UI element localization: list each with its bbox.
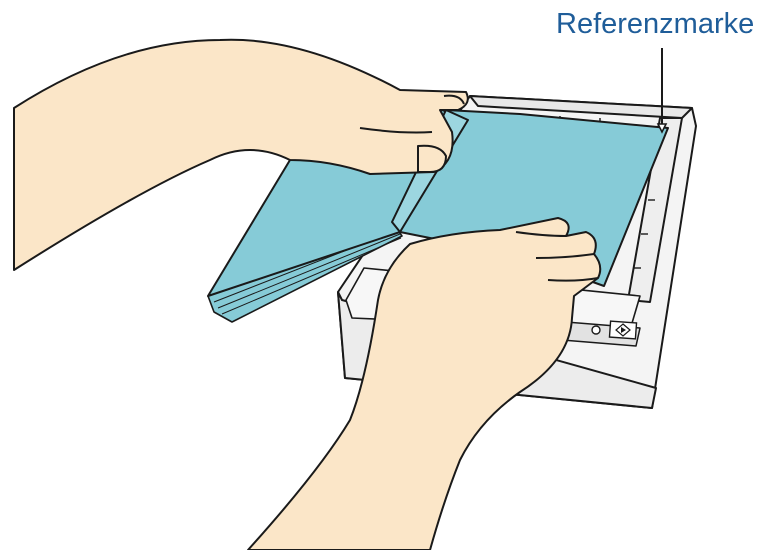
- reference-mark-label: Referenzmarke: [556, 8, 754, 41]
- power-button-icon: [592, 326, 600, 334]
- scan-button-icon: [609, 321, 636, 339]
- left-fingernail: [418, 146, 446, 172]
